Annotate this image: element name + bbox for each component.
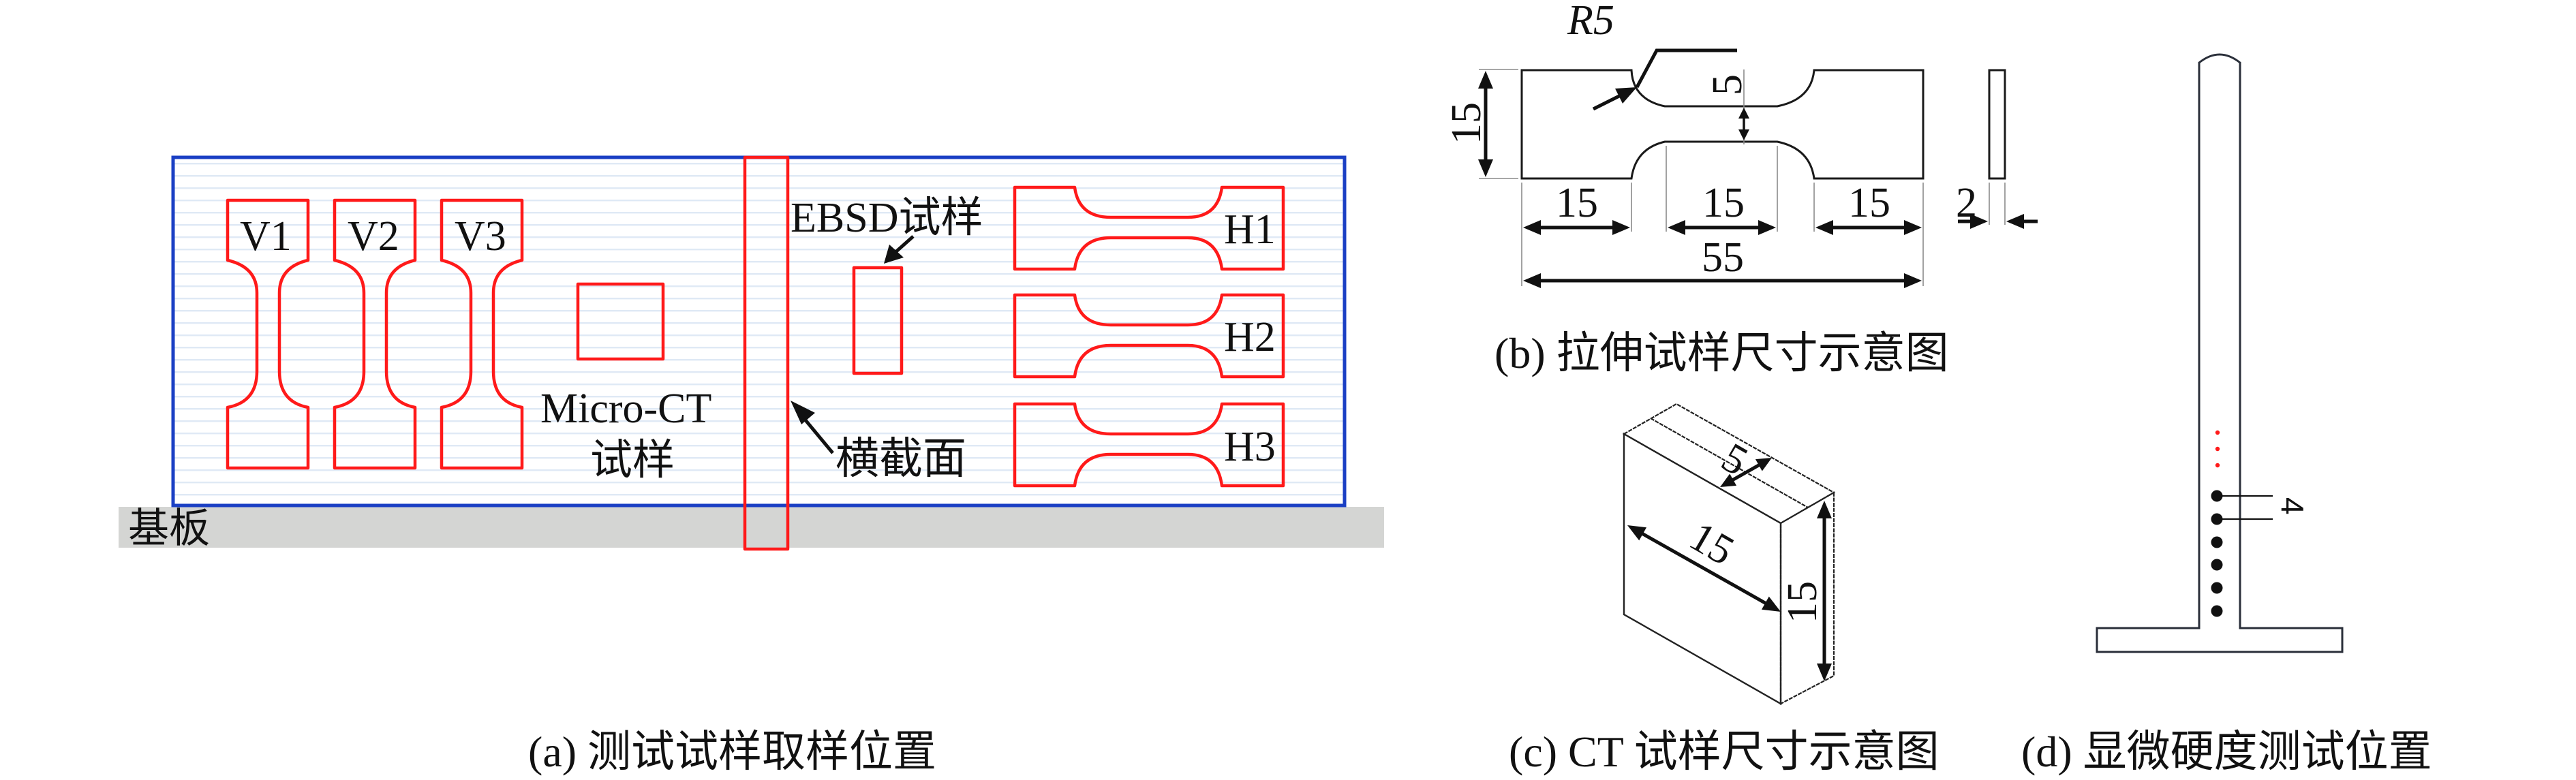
caption-a: (a) 测试试样取样位置 <box>528 728 936 776</box>
dim-gauge-width-arrow-arrowhead <box>1738 129 1749 140</box>
dim-total-length: 55 <box>1702 234 1744 281</box>
panel-b: R5 15 5 15 15 15 55 2 (b) 拉伸试样尺寸示意图 <box>1443 0 2038 377</box>
ebsd-arrow <box>893 235 915 255</box>
dim-right-grip-arrow-arrowhead <box>1904 220 1922 235</box>
specimen-label-v3: V3 <box>455 213 506 260</box>
ct-box-mid-edge <box>1650 418 1809 508</box>
cross-section-arrowhead <box>791 401 815 424</box>
micro-ct-label: Micro-CT <box>540 386 711 432</box>
caption-b: (b) 拉伸试样尺寸示意图 <box>1494 329 1949 377</box>
spacing-label: 4 <box>2275 497 2310 515</box>
cross-section-label: 横截面 <box>835 435 966 483</box>
micro-ct-sample <box>576 282 665 361</box>
specimen-label-h1: H1 <box>1224 206 1276 253</box>
cross-section-strip <box>743 155 790 551</box>
substrate-label: 基板 <box>128 506 210 551</box>
panel-d: 4 (d) 显微硬度测试位置 <box>2021 53 2432 776</box>
dim-ct-thickness-arrow-arrowhead <box>1720 473 1737 487</box>
dim-ct-length-arrow-arrowhead <box>1627 525 1647 541</box>
ebsd-label: EBSD试样 <box>791 195 983 241</box>
thin-wall-outline <box>2096 53 2344 653</box>
dim-gauge-length-arrow-arrowhead <box>1668 220 1685 235</box>
dim-gauge-width: 5 <box>1704 74 1751 95</box>
cross-section-arrow <box>801 416 834 454</box>
dim-gauge-length-arrow-arrowhead <box>1758 220 1776 235</box>
dim-ct-thickness-arrow-line <box>1730 462 1762 483</box>
dim-thickness-left-arrowhead <box>1970 214 1988 229</box>
substrate-plate <box>119 507 1384 548</box>
dim-ct-length: 15 <box>1682 513 1742 574</box>
radius-label: R5 <box>1567 0 1614 44</box>
specimen-label-h2: H2 <box>1224 314 1276 360</box>
dim-total-length-arrow-arrowhead <box>1904 273 1922 288</box>
caption-c: (c) CT 试样尺寸示意图 <box>1509 728 1939 776</box>
vertical-specimen-v3 <box>440 198 524 470</box>
dim-ct-thickness: 5 <box>1714 434 1755 484</box>
horizontal-specimen-h3 <box>1013 402 1285 488</box>
dim-gauge-width-arrow-arrowhead <box>1738 108 1749 119</box>
radius-arrow-shaft <box>1592 93 1623 111</box>
dim-height-arrow-arrowhead <box>1478 159 1493 177</box>
panel-c: 5 15 15 (c) CT 试样尺寸示意图 <box>1509 403 1939 776</box>
ebsd-sample <box>852 266 904 375</box>
dim-left-grip-arrow-arrowhead <box>1523 220 1541 235</box>
dim-right-grip-arrow-arrowhead <box>1815 220 1833 235</box>
radius-leader <box>1635 48 1737 89</box>
thin-wall-mask <box>2201 627 2239 630</box>
horizontal-specimen-h2 <box>1013 293 1285 379</box>
deposit-layers <box>173 157 1345 505</box>
tensile-specimen-side-view <box>1988 69 2006 180</box>
dim-height-arrow-arrowhead <box>1478 71 1493 89</box>
dim-ct-thickness-arrow-arrowhead <box>1755 458 1772 471</box>
micro-ct-label-2: 试样 <box>590 437 675 484</box>
dim-right-grip: 15 <box>1848 180 1890 226</box>
specimen-label-v1: V1 <box>240 213 292 260</box>
horizontal-specimen-h1 <box>1013 185 1285 271</box>
hardness-indent-point <box>2211 559 2223 571</box>
continuation-dot <box>2215 446 2220 452</box>
dim-thickness: 2 <box>1956 180 1977 226</box>
radius-arrowhead <box>1615 87 1637 104</box>
dim-gauge-length: 15 <box>1702 180 1745 226</box>
caption-d: (d) 显微硬度测试位置 <box>2021 728 2432 776</box>
dim-ct-height-arrow-arrowhead <box>1817 501 1832 518</box>
ct-box-side-face <box>1779 491 1835 705</box>
vertical-specimen-v1 <box>226 198 310 470</box>
tensile-specimen-outline <box>1520 69 1925 180</box>
specimen-label-h3: H3 <box>1224 424 1276 470</box>
dim-total-length-arrow-arrowhead <box>1523 273 1541 288</box>
continuation-dot <box>2215 430 2220 435</box>
dim-left-grip: 15 <box>1556 180 1598 226</box>
dim-overall-height: 15 <box>1443 102 1490 144</box>
hardness-indent-point <box>2211 536 2223 548</box>
dim-ct-height-arrow-arrowhead <box>1817 664 1832 681</box>
panel-a: 基板 V1 V2 V3 Micro-CT 试样 横截面 EBSD试样 H1 H2… <box>119 155 1384 776</box>
dim-left-grip-arrow-arrowhead <box>1612 220 1630 235</box>
continuation-dot <box>2215 463 2220 468</box>
specimen-label-v2: V2 <box>348 213 399 260</box>
vertical-specimen-v2 <box>333 198 417 470</box>
dim-ct-length-arrow-line <box>1638 531 1770 606</box>
dim-ct-height: 15 <box>1779 581 1826 623</box>
dim-ct-length-arrow-arrowhead <box>1761 596 1781 612</box>
hardness-indent-point <box>2211 582 2223 594</box>
hardness-indent-point <box>2211 605 2223 617</box>
ebsd-arrowhead <box>884 245 904 264</box>
dim-thickness-right-arrowhead <box>2006 214 2024 229</box>
